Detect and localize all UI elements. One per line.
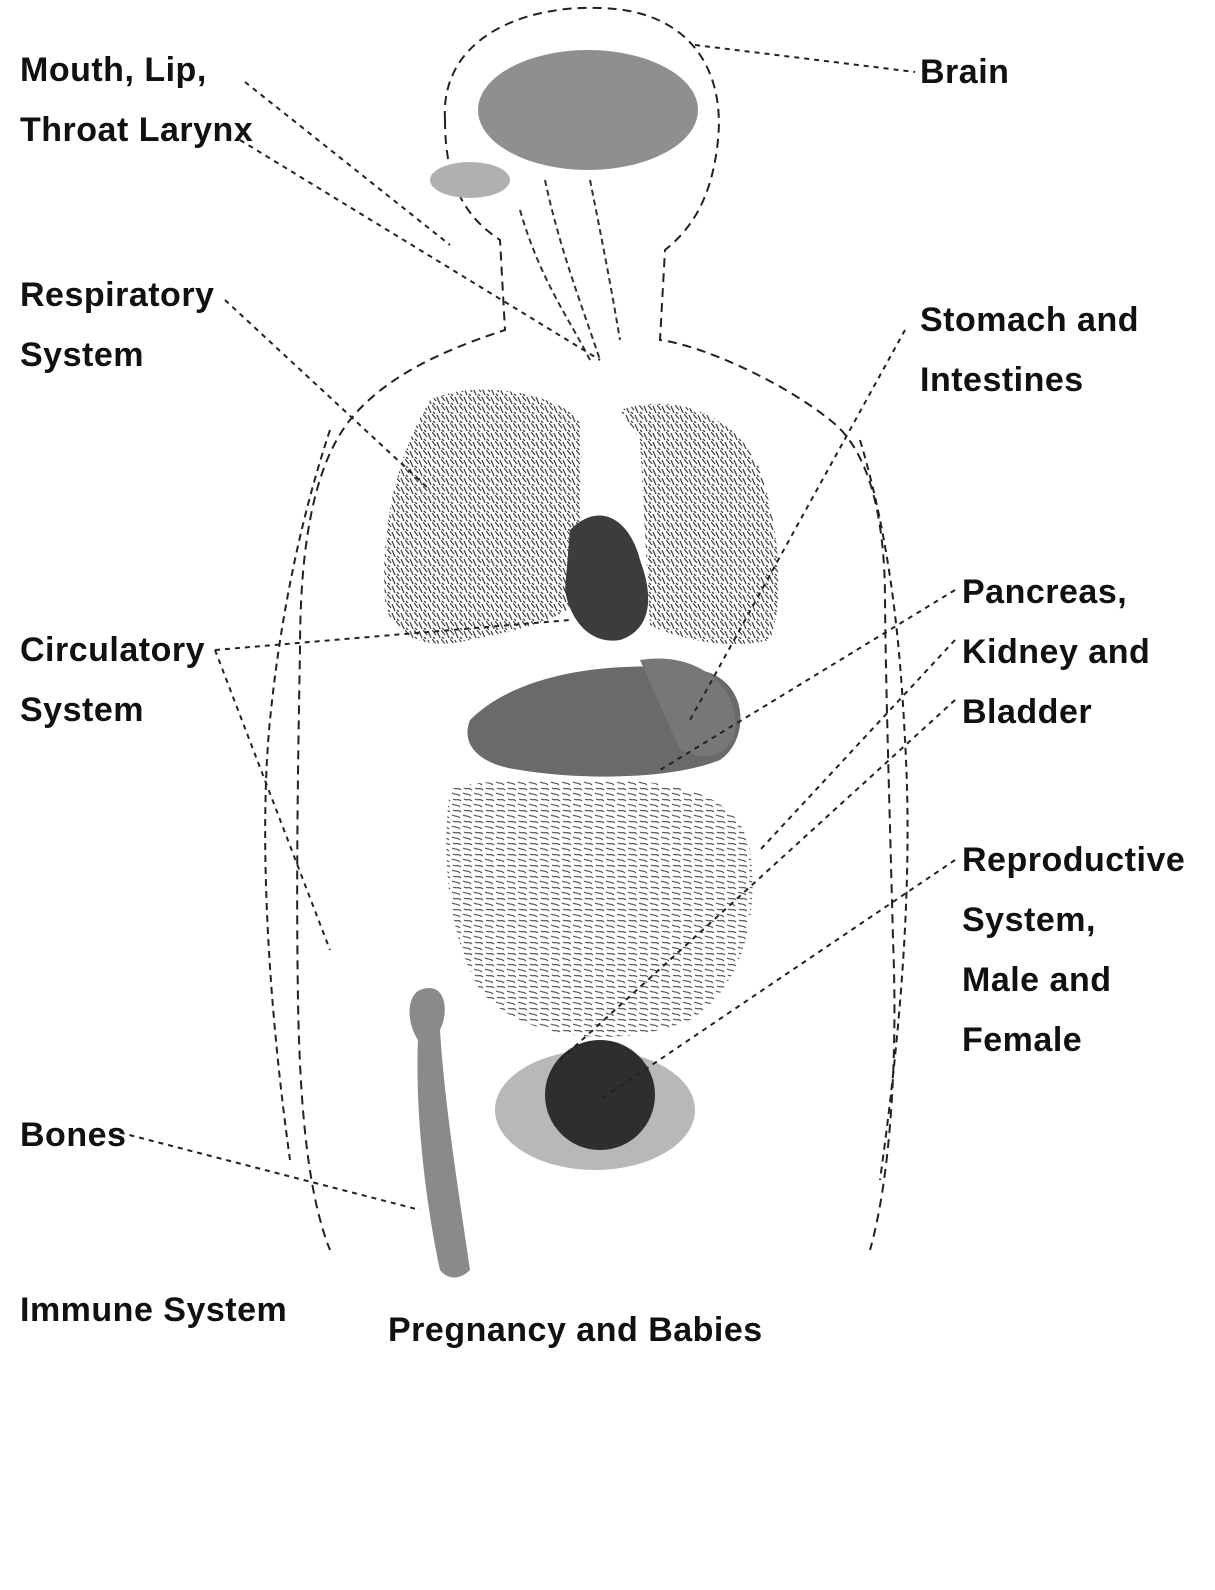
circulatory-title-line-2: System [20, 680, 205, 740]
leader-bones [110, 1130, 420, 1210]
stomach-title-line-2: Intestines [920, 350, 1139, 410]
bones-title: Bones [20, 1105, 126, 1165]
leader-brain [695, 45, 915, 72]
mouth-title-line-1: Mouth, Lip, [20, 40, 253, 100]
pancreas-title-line-1: Pancreas, [962, 562, 1150, 622]
reproductive-title-line-1: Reproductive [962, 830, 1185, 890]
bone-shape [410, 988, 470, 1277]
pancreas-title-line-2: Kidney and [962, 622, 1150, 682]
label-respiratory-system: Respiratory System [20, 265, 214, 377]
reproductive-title-line-4: Female [962, 1010, 1185, 1070]
pancreas-title-line-3: Bladder [962, 682, 1150, 742]
brain-title: Brain [920, 42, 1009, 102]
brain-shape [478, 50, 698, 170]
lungs-shape [384, 390, 580, 644]
label-pregnancy-and-babies: Pregnancy and Babies [388, 1300, 763, 1352]
label-reproductive-system: Reproductive System, Male and Female [962, 830, 1185, 1060]
respiratory-title-line-2: System [20, 325, 214, 385]
label-immune-system: Immune System [20, 1280, 287, 1334]
label-pancreas-kidney-bladder: Pancreas, Kidney and Bladder [962, 562, 1150, 732]
stomach-title-line-1: Stomach and [920, 290, 1139, 350]
label-stomach-and-intestines: Stomach and Intestines [920, 290, 1139, 400]
label-mouth-lip-throat-larynx: Mouth, Lip, Throat Larynx [20, 40, 253, 156]
reproductive-title-line-3: Male and [962, 950, 1185, 1010]
respiratory-title-line-1: Respiratory [20, 265, 214, 325]
label-circulatory-system: Circulatory System [20, 620, 205, 732]
intestines-shape [446, 780, 752, 1037]
circulatory-title-line-1: Circulatory [20, 620, 205, 680]
immune-title: Immune System [20, 1280, 287, 1340]
bladder-inner [545, 1040, 655, 1150]
heart-shape [565, 516, 648, 641]
label-bones: Bones [20, 1105, 126, 1157]
mouth-title-line-2: Throat Larynx [20, 100, 253, 160]
label-brain: Brain [920, 42, 1009, 92]
pregnancy-title: Pregnancy and Babies [388, 1300, 763, 1360]
reproductive-title-line-2: System, [962, 890, 1185, 950]
